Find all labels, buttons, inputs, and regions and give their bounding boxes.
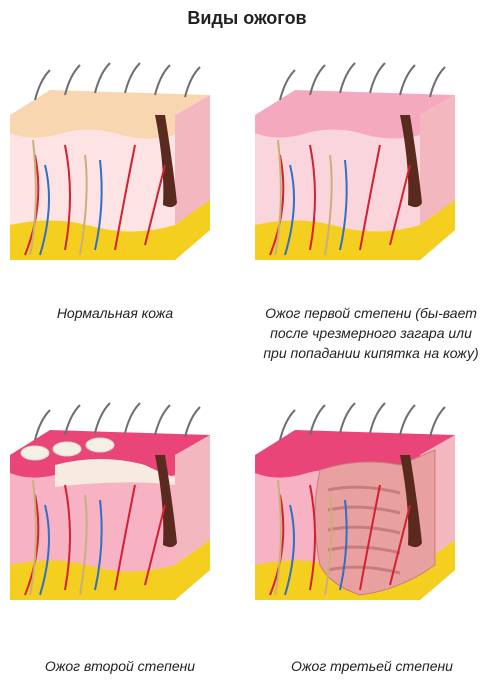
hair	[369, 402, 386, 434]
blood-vessel	[144, 164, 166, 246]
skin-cube	[255, 402, 455, 600]
hair	[399, 64, 416, 96]
nerve	[29, 479, 37, 596]
vein	[339, 159, 348, 251]
epidermis-top	[10, 90, 210, 115]
vein	[39, 504, 50, 596]
blood-vessel	[114, 144, 136, 251]
blood-vessel	[389, 504, 411, 586]
blister	[52, 441, 82, 457]
vein	[284, 164, 295, 256]
nerve	[324, 494, 333, 596]
skin-diagram-normal	[5, 55, 225, 275]
blood-vessel	[269, 154, 285, 256]
hair	[184, 66, 201, 98]
blood-vessel	[359, 484, 381, 591]
skin-cube	[10, 402, 210, 600]
skin-diagram-second-degree	[5, 395, 225, 615]
vein	[284, 504, 295, 596]
hair	[94, 62, 111, 94]
hair	[34, 409, 51, 441]
hair	[429, 66, 446, 98]
epidermis-layer	[255, 115, 420, 139]
hair	[279, 409, 296, 441]
hair-follicle	[155, 115, 177, 208]
blood-vessel	[24, 494, 40, 596]
hair	[64, 404, 81, 436]
skin-cube	[10, 62, 210, 260]
caption-normal-skin: Нормальная кожа	[56, 305, 174, 321]
hair	[64, 64, 81, 96]
hair	[154, 404, 171, 436]
hair	[399, 404, 416, 436]
hair	[429, 406, 446, 438]
caption-third-degree: Ожог третьей степени	[291, 658, 453, 674]
blood-vessel	[269, 494, 285, 596]
vein	[94, 159, 103, 251]
blood-vessel	[64, 144, 71, 251]
skin-diagram-third-degree	[250, 395, 470, 615]
subcutaneous-fat	[255, 220, 420, 260]
hair	[34, 69, 51, 101]
hair	[279, 69, 296, 101]
nerve	[274, 479, 282, 596]
caption-second-degree: Ожог второй степени	[44, 658, 196, 674]
blood-vessel	[144, 504, 166, 586]
subcutaneous-fat	[10, 560, 175, 600]
epidermis-top	[255, 90, 455, 115]
vein	[94, 499, 103, 591]
hair-follicle	[155, 455, 177, 548]
nerve	[79, 494, 88, 596]
nerve	[274, 139, 282, 256]
hair-follicle	[400, 115, 422, 208]
blood-vessel	[359, 144, 381, 251]
hair-follicle	[400, 455, 422, 548]
skin-cube	[255, 62, 455, 260]
nerve	[79, 154, 88, 256]
hair	[94, 402, 111, 434]
blister	[20, 445, 50, 461]
hair	[309, 404, 326, 436]
subcutaneous-fat	[10, 220, 175, 260]
nerve	[29, 139, 37, 256]
blood-vessel	[24, 154, 40, 256]
epidermis-layer	[10, 115, 175, 139]
hair	[309, 64, 326, 96]
hair	[154, 64, 171, 96]
skin-diagram-first-degree	[250, 55, 470, 275]
hair	[184, 406, 201, 438]
vein	[339, 499, 348, 591]
blood-vessel	[309, 484, 316, 591]
page-title: Виды ожогов	[187, 8, 307, 28]
blood-vessel	[389, 164, 411, 246]
hair	[339, 402, 356, 434]
hair	[124, 62, 141, 94]
hair	[124, 402, 141, 434]
blood-vessel	[114, 484, 136, 591]
nerve	[324, 154, 333, 256]
epidermis-top	[255, 430, 455, 455]
hair	[339, 62, 356, 94]
caption-first-degree: Ожог первой степени (бы-вает после чрезм…	[263, 305, 479, 361]
vein	[39, 164, 50, 256]
blister	[85, 437, 115, 453]
hair	[369, 62, 386, 94]
blood-vessel	[64, 484, 71, 591]
blood-vessel	[309, 144, 316, 251]
